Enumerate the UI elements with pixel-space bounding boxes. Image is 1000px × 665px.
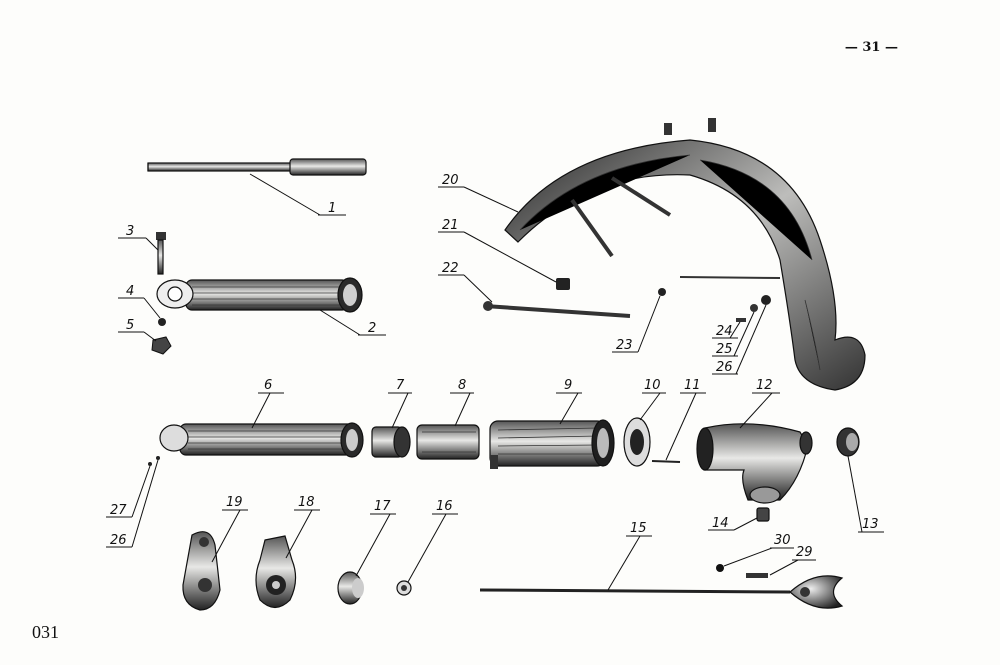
page-marker: — 31 — xyxy=(844,40,898,55)
callout-9: 9 xyxy=(564,378,572,393)
part-11-pin xyxy=(651,460,681,463)
part-19-bracket xyxy=(182,531,221,611)
part-5-nut xyxy=(151,336,172,355)
callout-24: 24 xyxy=(716,324,733,339)
callout-11: 11 xyxy=(684,378,701,393)
part-8-sleeve xyxy=(416,424,480,460)
callout-17: 17 xyxy=(374,499,391,514)
part-29-spring xyxy=(746,573,768,578)
callout-22: 22 xyxy=(442,261,459,276)
callout-25: 25 xyxy=(716,342,733,357)
part-30-ball xyxy=(716,564,724,572)
callout-10: 10 xyxy=(644,378,661,393)
callouts: 1 3 4 5 2 6 7 xyxy=(106,173,884,591)
part-18-cam-plate xyxy=(255,535,297,609)
callout-30: 30 xyxy=(774,533,791,548)
callout-16: 16 xyxy=(436,499,453,514)
part-22-stay xyxy=(483,301,631,318)
callout-27: 27 xyxy=(110,503,127,518)
part-26-nut xyxy=(761,295,771,305)
callout-14: 14 xyxy=(712,516,729,531)
callout-3: 3 xyxy=(126,224,134,239)
part-15-prop-shaft xyxy=(479,575,844,609)
callout-15: 15 xyxy=(630,521,647,536)
part-13-cap xyxy=(836,427,860,457)
callout-23: 23 xyxy=(616,338,633,353)
part-9-housing xyxy=(489,419,615,469)
callout-7: 7 xyxy=(396,378,405,393)
callout-2: 2 xyxy=(368,321,376,336)
part-6-lower-tube xyxy=(159,422,364,458)
part-16-star-washer xyxy=(396,580,412,596)
callout-5: 5 xyxy=(126,318,134,333)
part-24-screw xyxy=(736,318,746,322)
part-23-rod xyxy=(658,276,781,296)
part-21-clip xyxy=(556,278,570,290)
part-4-screw xyxy=(158,318,166,326)
part-1-spindle xyxy=(147,158,367,176)
part-3-bolt xyxy=(156,232,166,275)
callout-18: 18 xyxy=(298,495,315,510)
callout-29: 29 xyxy=(796,545,813,560)
part-25-washer xyxy=(750,304,758,312)
part-2-upper-tube xyxy=(156,277,363,313)
callout-13: 13 xyxy=(862,517,879,532)
callout-20: 20 xyxy=(442,173,459,188)
callout-26-right: 26 xyxy=(716,360,733,375)
part-12-gear-head xyxy=(696,423,813,504)
callout-4: 4 xyxy=(126,284,134,299)
page-code: 031 xyxy=(32,622,59,642)
callout-1: 1 xyxy=(328,201,336,216)
callout-12: 12 xyxy=(756,378,773,393)
part-20-fender xyxy=(504,118,866,391)
part-14-plug xyxy=(756,507,770,522)
callout-6: 6 xyxy=(264,378,272,393)
callout-21: 21 xyxy=(442,218,459,233)
part-26b-pin xyxy=(156,456,160,460)
part-17-drum xyxy=(337,571,364,605)
part-27-pin xyxy=(148,462,152,466)
part-7-ring xyxy=(371,426,411,458)
callout-26-left: 26 xyxy=(110,533,127,548)
callout-8: 8 xyxy=(458,378,466,393)
callout-19: 19 xyxy=(226,495,243,510)
part-10-flange xyxy=(623,417,651,467)
